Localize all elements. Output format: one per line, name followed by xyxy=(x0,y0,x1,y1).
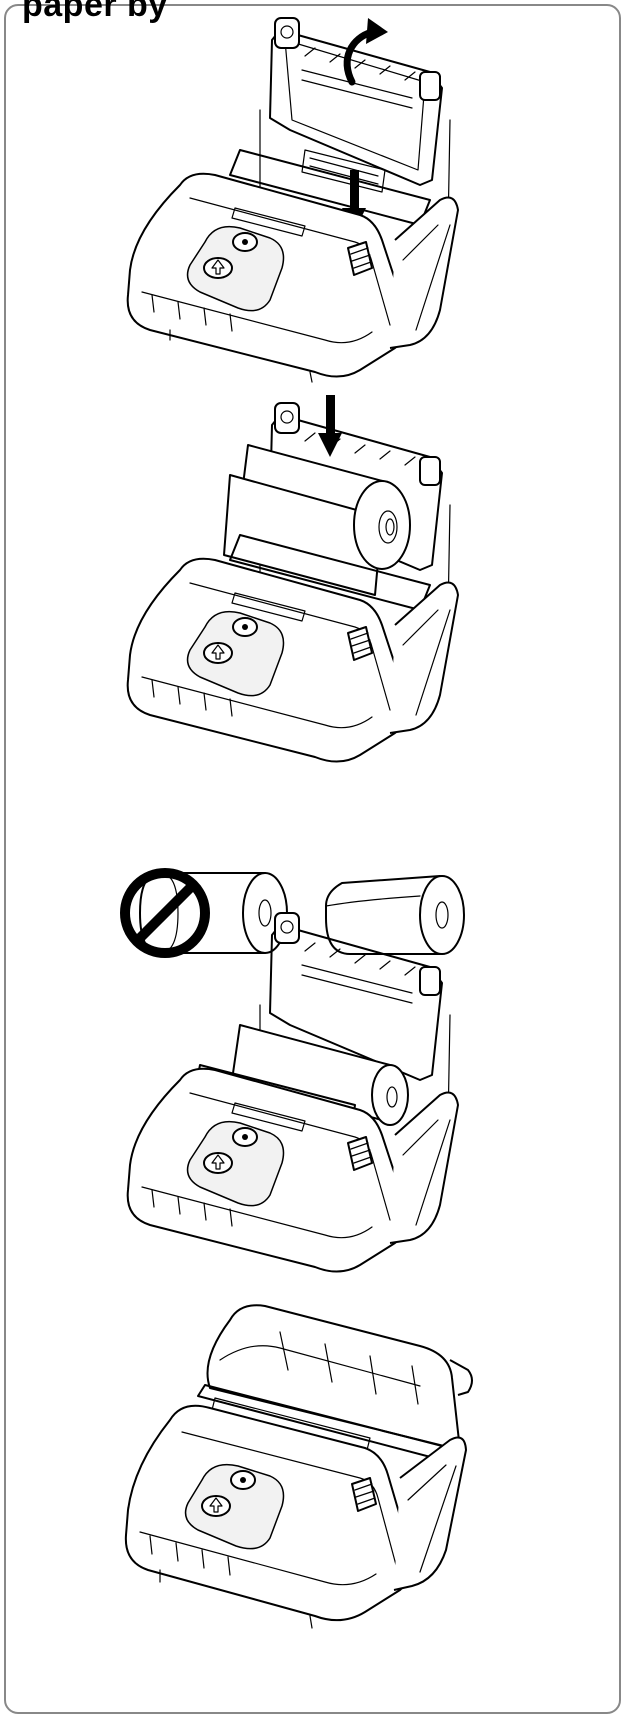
arrow-down-icon xyxy=(318,395,342,457)
step-close-lid-illustration xyxy=(124,1304,473,1629)
power-icon xyxy=(232,1127,258,1147)
up-arrow-icon xyxy=(203,257,233,279)
printer-lid xyxy=(259,912,451,1136)
up-arrow-icon xyxy=(201,1495,231,1517)
up-arrow-icon xyxy=(203,642,233,664)
up-arrow-icon xyxy=(203,1152,233,1174)
printer-body xyxy=(126,557,459,763)
printer-body xyxy=(126,172,459,383)
page-title: paper by xyxy=(22,0,168,24)
step-paper-loaded-illustration xyxy=(126,912,459,1273)
curved-arrow-up-icon xyxy=(343,18,388,86)
step-insert-paper-illustration xyxy=(126,395,459,763)
paper-roll xyxy=(223,444,411,596)
closed-printer xyxy=(124,1304,473,1629)
no-symbol-icon xyxy=(120,868,210,958)
power-icon xyxy=(232,232,258,252)
printer-body xyxy=(126,1067,459,1273)
power-icon xyxy=(230,1470,256,1490)
roll-orientation-diagram xyxy=(120,868,465,958)
correct-roll-orientation xyxy=(325,875,465,955)
incorrect-roll-orientation xyxy=(120,868,288,958)
step-open-lid-illustration xyxy=(126,17,459,383)
power-icon xyxy=(232,617,258,637)
printer-lid xyxy=(259,17,451,241)
